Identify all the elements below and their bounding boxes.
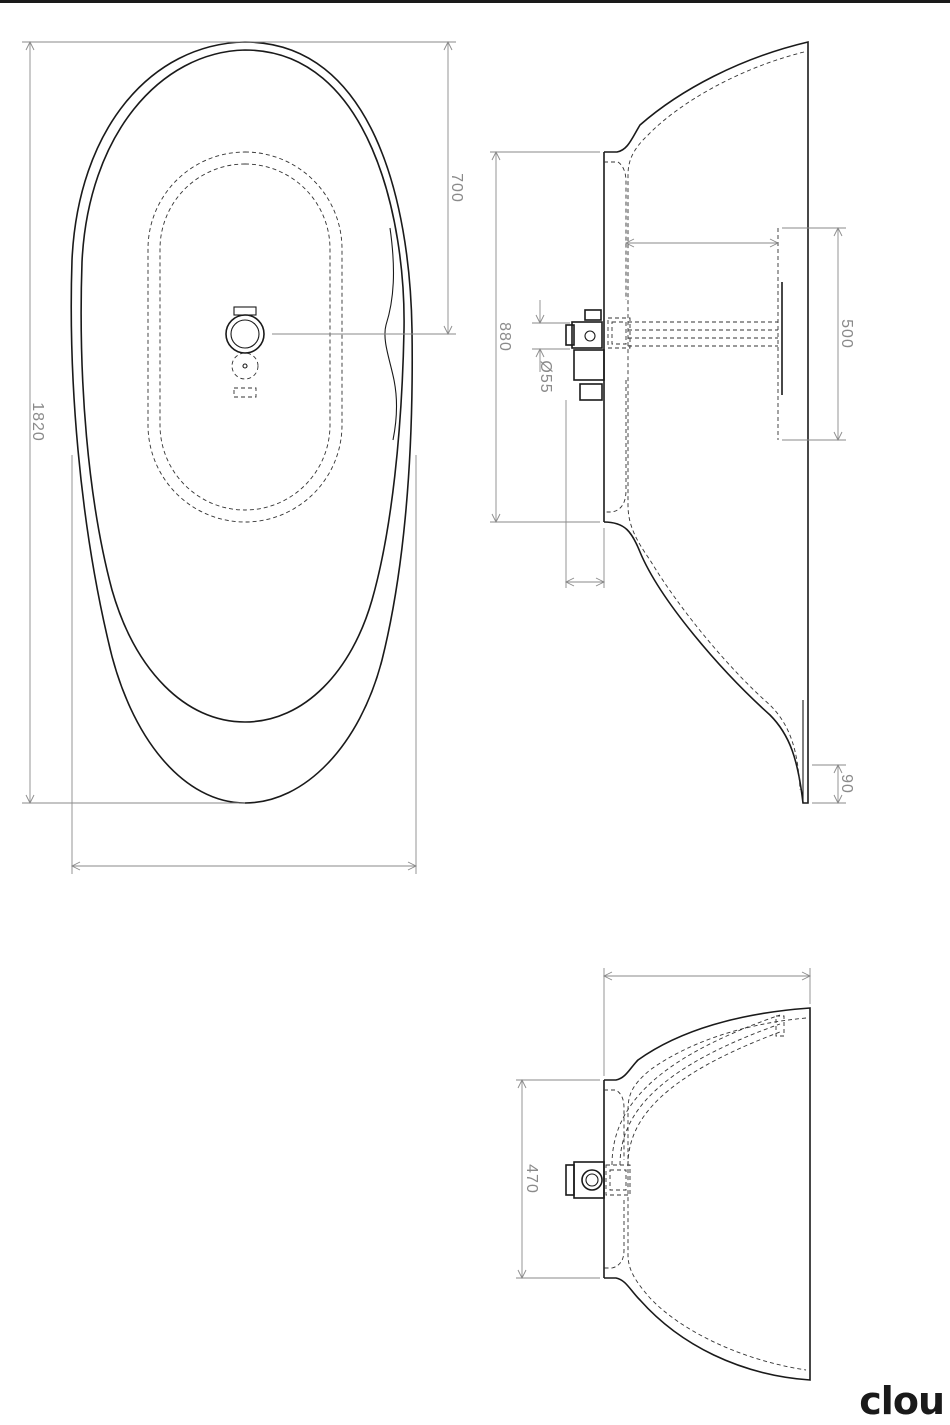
end-view-dimensions: 470 <box>516 968 810 1278</box>
dim-side-height-label: 880 <box>496 322 513 352</box>
dim-end-height-label: 470 <box>523 1164 540 1194</box>
top-view <box>71 42 456 803</box>
dim-drain-diameter-label: Ø55 <box>537 360 554 393</box>
drain-trap-center <box>243 364 247 368</box>
waste-fitting <box>566 310 630 400</box>
basin-hidden-outer <box>148 152 342 522</box>
end-view <box>566 1008 810 1380</box>
tub-outer-rim <box>71 42 412 803</box>
drain-clip-bottom <box>234 388 256 397</box>
side-outer <box>604 42 808 803</box>
drain-inner <box>231 320 259 348</box>
drain-clip-top <box>234 307 256 315</box>
dim-foot-label: 90 <box>838 774 855 794</box>
side-view-dimensions: 880 Ø55 500 90 <box>490 152 855 803</box>
top-border <box>0 0 950 3</box>
tub-inner-rim <box>81 50 404 722</box>
drain-trap-hidden <box>232 353 258 379</box>
dim-length-label: 1820 <box>29 402 46 442</box>
dim-overflow-label: 500 <box>838 319 855 349</box>
side-view <box>566 42 808 803</box>
end-waste-fitting <box>566 1162 630 1198</box>
brand-logo: clou <box>859 1379 944 1423</box>
drain-outer <box>226 315 264 353</box>
end-inner-hidden <box>628 1018 806 1370</box>
dim-drain-offset-label: 700 <box>448 173 465 203</box>
basin-hidden-inner <box>160 164 330 510</box>
end-outer <box>604 1008 810 1380</box>
